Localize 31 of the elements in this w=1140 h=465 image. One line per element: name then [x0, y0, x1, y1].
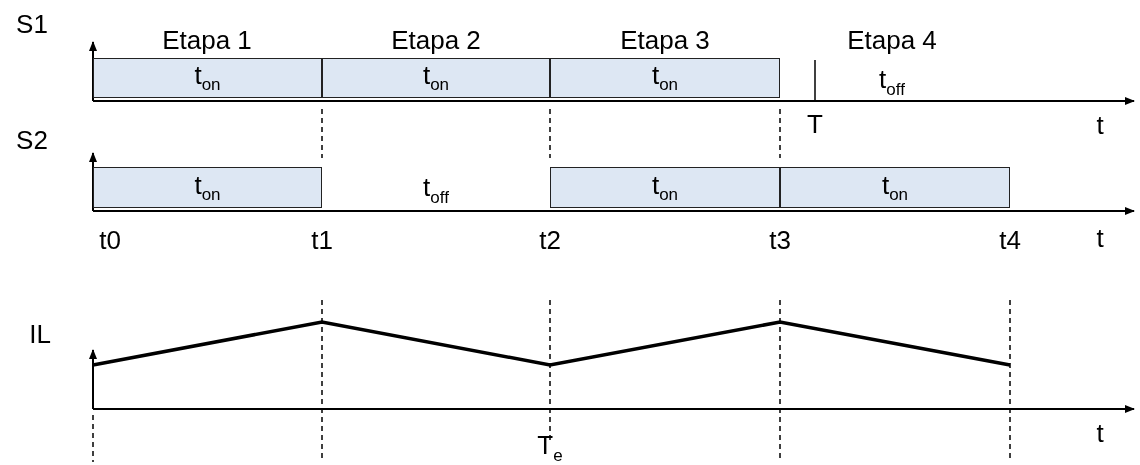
stage-label: Etapa 2 — [391, 27, 481, 53]
signal-name: IL — [29, 321, 51, 347]
interval-label: t$_{on}$ — [194, 62, 221, 94]
on-interval-box — [93, 167, 322, 208]
axis-label: t — [1096, 112, 1104, 138]
on-interval-box — [322, 58, 550, 98]
time-label: t0 — [99, 227, 121, 253]
interval-label: t$_{on}$ — [422, 62, 450, 94]
axis-label: t — [1096, 225, 1104, 251]
axis-label: t — [1096, 420, 1104, 446]
time-label: t1 — [311, 227, 333, 253]
stage-label: Etapa 3 — [620, 27, 710, 53]
stage-label: Etapa 1 — [162, 27, 252, 53]
interval-label: t$_{off}$ — [423, 174, 449, 206]
on-interval-box — [93, 58, 322, 98]
interval-label: t$_{on}$ — [881, 171, 909, 204]
time-label: t2 — [539, 227, 561, 253]
interval-label: t$_{on}$ — [651, 62, 679, 94]
on-interval-box — [550, 58, 780, 98]
stage-label: Etapa 4 — [847, 27, 937, 53]
time-label: t3 — [769, 227, 791, 253]
time-label: T — [807, 111, 823, 137]
on-interval-box — [780, 167, 1010, 208]
interval-label: t$_{on}$ — [194, 171, 221, 204]
on-interval-box — [550, 167, 780, 208]
time-label: T$_{e}$ — [537, 432, 563, 464]
time-label: t4 — [999, 227, 1021, 253]
interval-label: t$_{off}$ — [879, 66, 905, 98]
signal-name: S1 — [16, 11, 48, 37]
signal-name: S2 — [16, 127, 48, 153]
interval-label: t$_{on}$ — [651, 171, 679, 204]
